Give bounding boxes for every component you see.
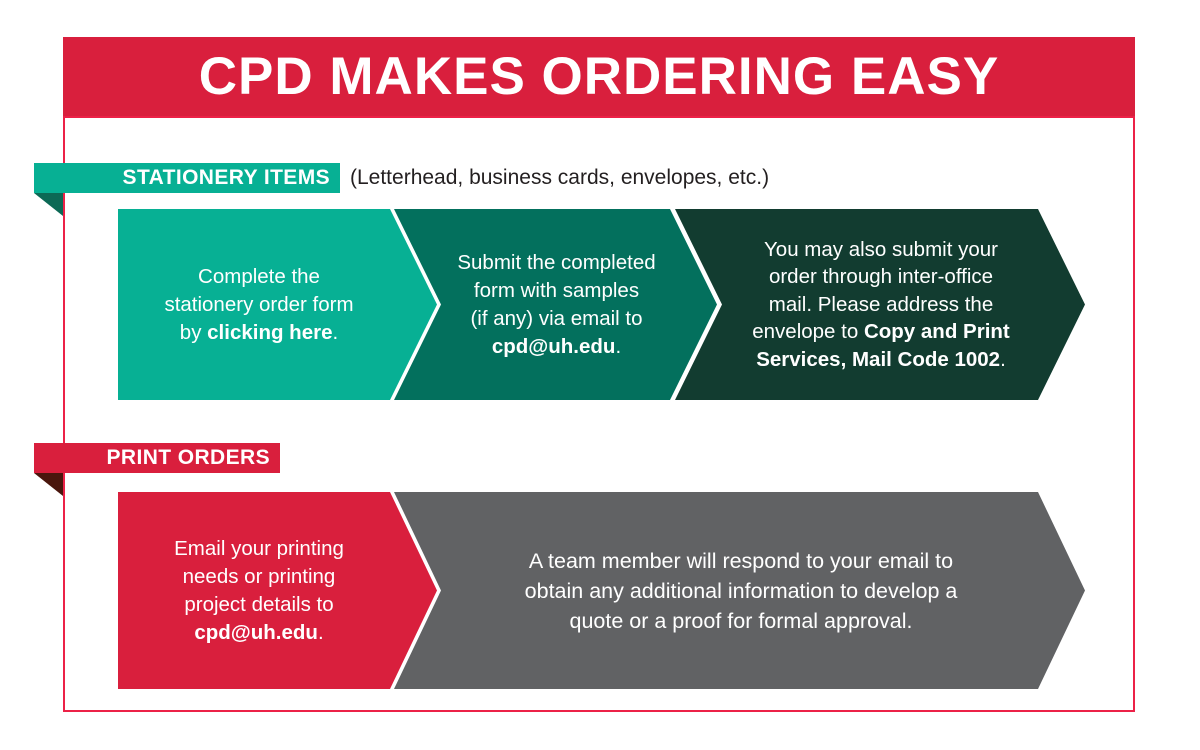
step-arrow-submit-form-via-email: Submit the completed form with samples (… [394,209,717,400]
step-arrow-complete-order-form: Complete the stationery order form by cl… [118,209,437,400]
step-arrow-interoffice-mail-option: You may also submit your order through i… [675,209,1085,400]
step-text-team-member-response: A team member will respond to your email… [524,548,958,633]
stationery-items-ribbon: STATIONERY ITEMS [34,163,340,193]
step-text-complete-order-form: Complete the stationery order form by cl… [164,264,354,344]
clicking-here-link[interactable]: clicking here [207,320,333,344]
print-orders-ribbon-fold [34,473,63,496]
content-border-box [63,116,1135,712]
header-banner: CPD MAKES ORDERING EASY [63,37,1135,116]
step-text-submit-form-via-email: Submit the completed form with samples (… [457,250,656,358]
step-arrow-team-member-response: A team member will respond to your email… [394,492,1085,689]
print-orders-ribbon: PRINT ORDERS [34,443,280,473]
step-arrow-email-printing-needs: Email your printing needs or printing pr… [118,492,437,689]
page-title: CPD MAKES ORDERING EASY [198,47,1000,106]
step-text-email-printing-needs: Email your printing needs or printing pr… [174,536,344,644]
stationery-items-note: (Letterhead, business cards, envelopes, … [350,166,770,189]
stationery-ribbon-fold [34,193,63,216]
print-orders-ribbon-label: PRINT ORDERS [106,446,270,469]
step-text-interoffice-mail-option: You may also submit your order through i… [752,237,1010,371]
stationery-items-ribbon-label: STATIONERY ITEMS [122,166,330,189]
